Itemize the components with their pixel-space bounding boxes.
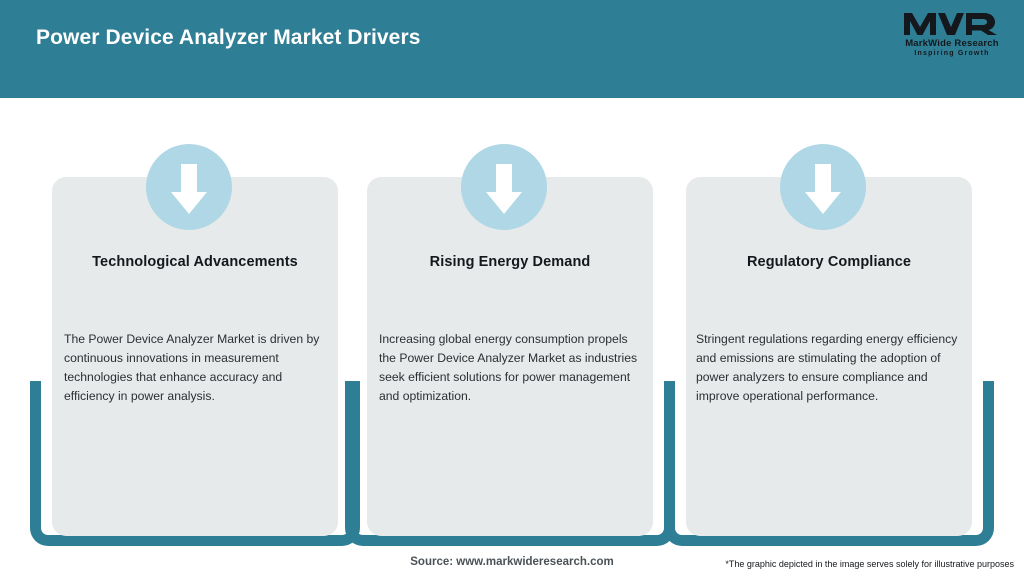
header-bar: Power Device Analyzer Market Drivers Mar… — [0, 0, 1024, 98]
driver-card-3: Regulatory Compliance Stringent regulati… — [653, 0, 994, 576]
logo-company-name: MarkWide Research — [905, 38, 999, 49]
card-body-text: The Power Device Analyzer Market is driv… — [64, 332, 320, 403]
card-panel — [367, 177, 653, 536]
card-title: Rising Energy Demand — [429, 254, 591, 270]
card-body-text: Stringent regulations regarding energy e… — [696, 332, 958, 403]
card-title: Technological Advancements — [92, 254, 298, 270]
page-title: Power Device Analyzer Market Drivers — [36, 26, 421, 49]
card-panel — [52, 177, 338, 536]
card-title: Regulatory Compliance — [746, 254, 912, 270]
card-body-text: Increasing global energy consumption pro… — [379, 332, 638, 403]
brand-logo: MarkWide Research Inspiring Growth — [898, 8, 1006, 60]
driver-card-1: Technological Advancements The Power Dev… — [0, 0, 360, 576]
logo-tagline: Inspiring Growth — [914, 50, 990, 57]
driver-card-2: Rising Energy Demand Increasing global e… — [334, 0, 675, 576]
source-label: Source: www.markwideresearch.com — [410, 556, 614, 568]
arrow-down-icon — [780, 144, 866, 230]
arrow-down-icon — [461, 144, 547, 230]
disclaimer-note: *The graphic depicted in the image serve… — [725, 559, 1014, 569]
mwr-logo-icon — [904, 13, 997, 35]
card-accent-frame — [664, 381, 994, 546]
arrow-down-icon — [146, 144, 232, 230]
card-panel — [686, 177, 972, 536]
